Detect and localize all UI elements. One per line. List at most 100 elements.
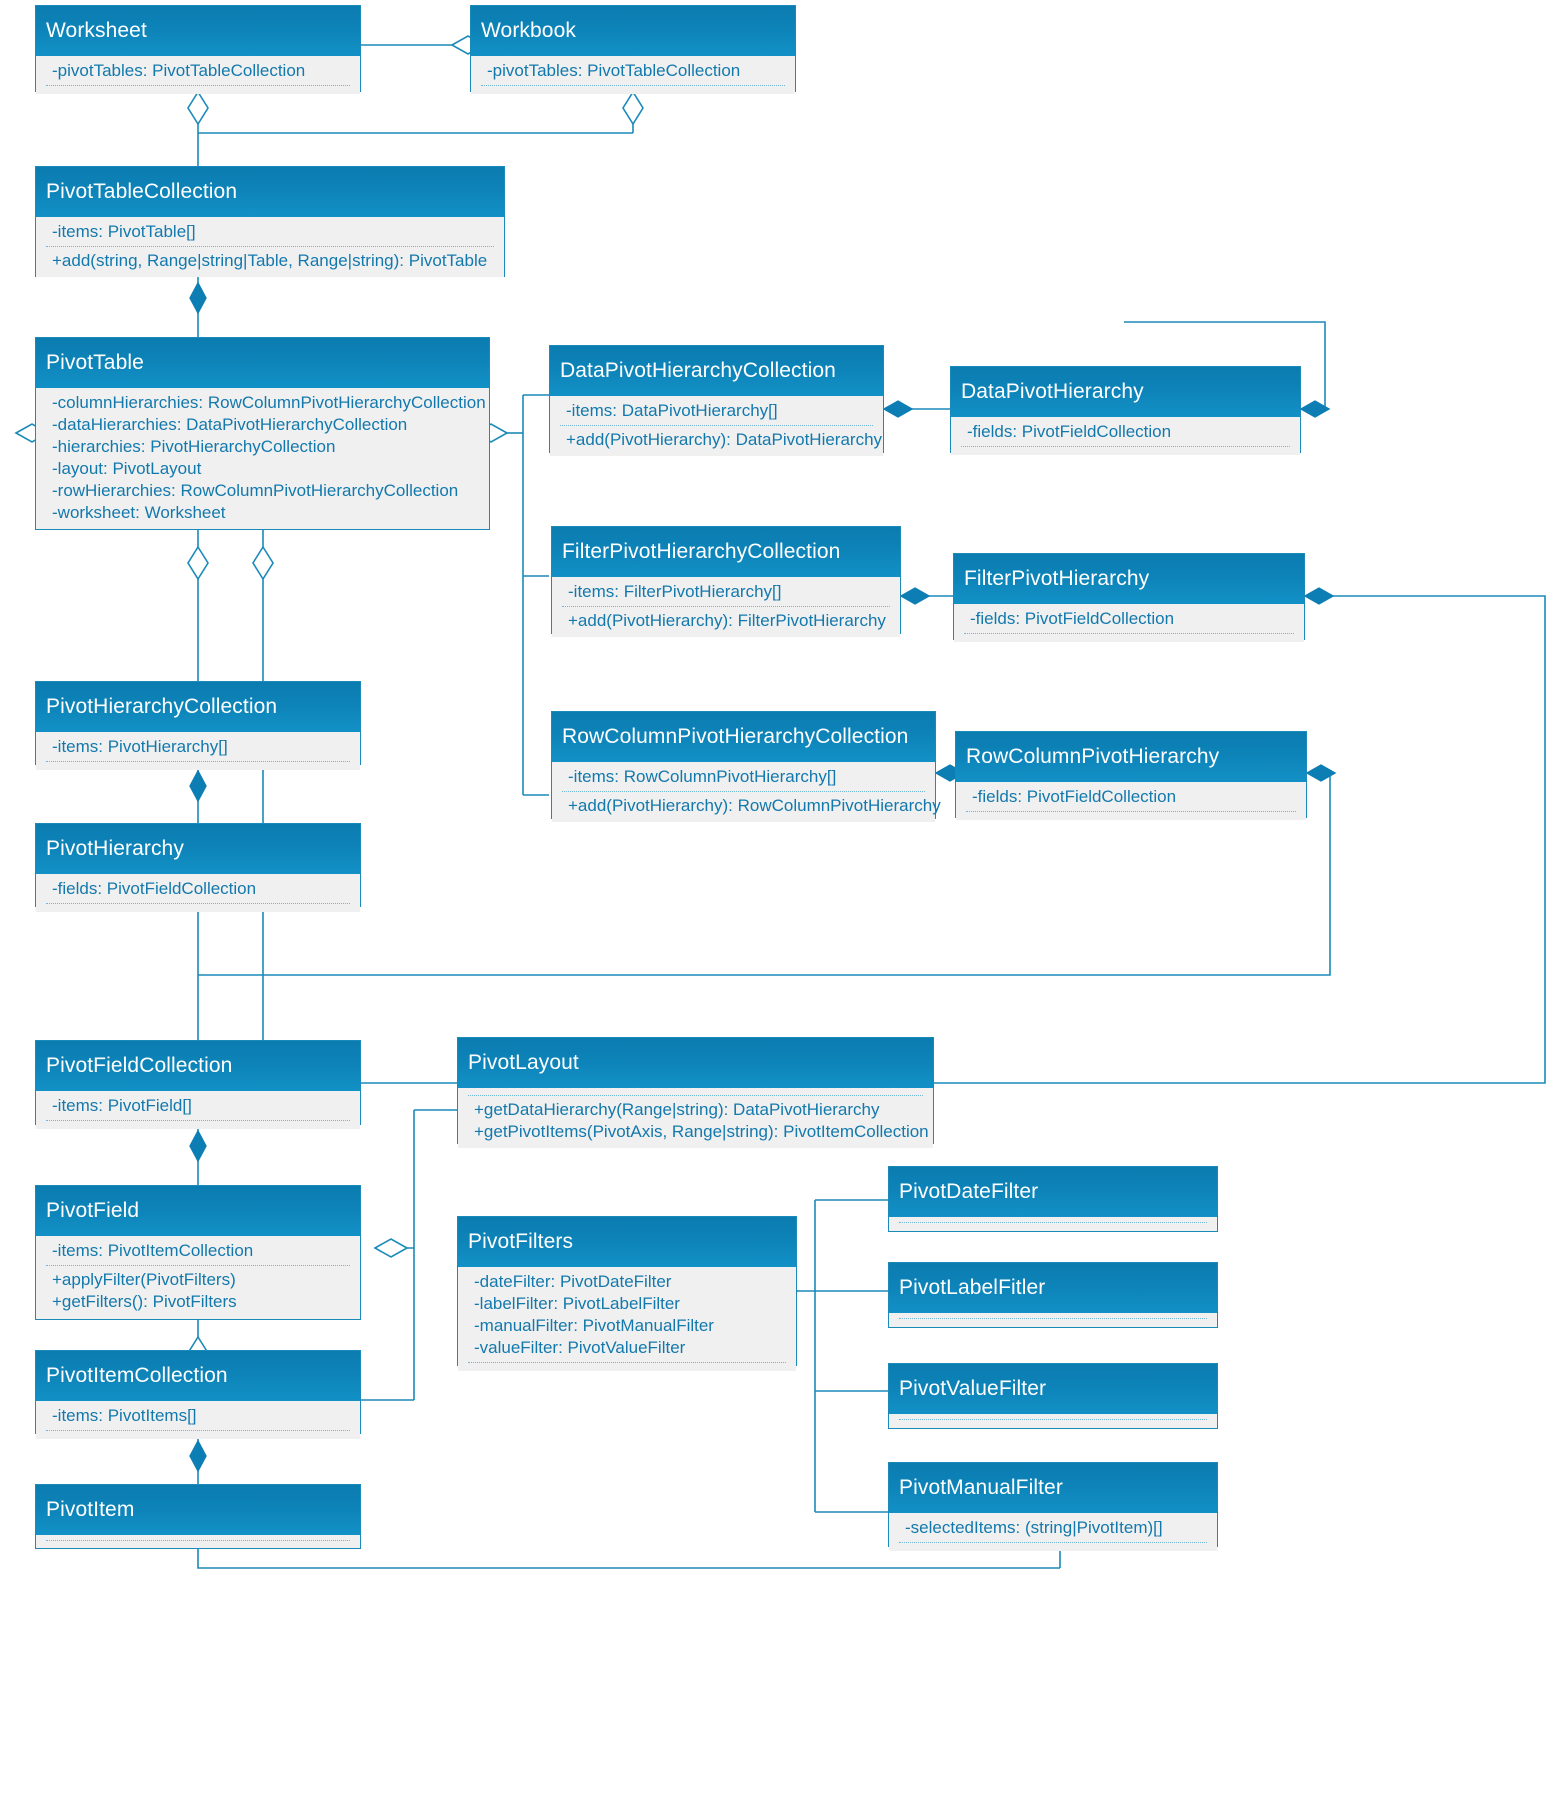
class-members-pivotlayout: +getDataHierarchy(Range|string): DataPiv… (458, 1088, 933, 1148)
class-box-pivotmanualfilter[interactable]: PivotManualFilter -selectedItems: (strin… (888, 1462, 1218, 1551)
class-members-pivotfield: -items: PivotItemCollection +applyFilter… (36, 1236, 360, 1318)
class-box-filterpivothierarchy[interactable]: FilterPivotHierarchy -fields: PivotField… (953, 553, 1305, 642)
class-box-pivotlabelfilter[interactable]: PivotLabelFitler (888, 1262, 1218, 1328)
member-separator (961, 446, 1290, 447)
member-separator (481, 85, 785, 86)
class-members-pivotvaluefilter (889, 1414, 1217, 1428)
class-attribute: -dateFilter: PivotDateFilter (474, 1272, 672, 1291)
class-operation: +getDataHierarchy(Range|string): DataPiv… (474, 1100, 880, 1119)
class-box-pivotvaluefilter[interactable]: PivotValueFilter (888, 1363, 1218, 1429)
class-members-pivottablecollection: -items: PivotTable[] +add(string, Range|… (36, 217, 504, 277)
class-title-pivotdatefilter: PivotDateFilter (889, 1167, 1217, 1217)
class-members-worksheet: -pivotTables: PivotTableCollection (36, 56, 360, 94)
class-attribute: -pivotTables: PivotTableCollection (487, 61, 741, 80)
class-members-pivotlabelfilter (889, 1313, 1217, 1327)
member-separator (468, 1095, 923, 1096)
member-separator (562, 606, 890, 607)
member-separator (468, 1362, 786, 1363)
class-box-pivothierarchy[interactable]: PivotHierarchy -fields: PivotFieldCollec… (35, 823, 361, 912)
class-members-pivotmanualfilter: -selectedItems: (string|PivotItem)[] (889, 1513, 1217, 1551)
class-box-pivotfield[interactable]: PivotField -items: PivotItemCollection +… (35, 1185, 361, 1320)
class-attribute: -dataHierarchies: DataPivotHierarchyColl… (52, 415, 408, 434)
class-box-pivotdatefilter[interactable]: PivotDateFilter (888, 1166, 1218, 1232)
class-box-pivotlayout[interactable]: PivotLayout +getDataHierarchy(Range|stri… (457, 1037, 934, 1148)
class-box-pivotitem[interactable]: PivotItem (35, 1484, 361, 1549)
member-separator (46, 1540, 350, 1541)
class-members-datapivothierarchycollection: -items: DataPivotHierarchy[] +add(PivotH… (550, 396, 883, 456)
class-title-pivotmanualfilter: PivotManualFilter (889, 1463, 1217, 1513)
member-separator (899, 1542, 1207, 1543)
class-title-datapivothierarchy: DataPivotHierarchy (951, 367, 1300, 417)
class-title-pivotfield: PivotField (36, 1186, 360, 1236)
class-members-pivotdatefilter (889, 1217, 1217, 1231)
member-separator (46, 903, 350, 904)
class-operation: +add(PivotHierarchy): RowColumnPivotHier… (568, 796, 941, 815)
member-separator (899, 1222, 1207, 1223)
member-separator (899, 1318, 1207, 1319)
class-attribute: -labelFilter: PivotLabelFilter (474, 1294, 680, 1313)
class-box-rowcolumnpivothierarchycollection[interactable]: RowColumnPivotHierarchyCollection -items… (551, 711, 941, 822)
class-title-pivotfilters: PivotFilters (458, 1217, 796, 1267)
class-box-datapivothierarchy[interactable]: DataPivotHierarchy -fields: PivotFieldCo… (950, 366, 1301, 455)
class-title-rowcolumnpivothierarchy: RowColumnPivotHierarchy (956, 732, 1306, 782)
class-title-workbook: Workbook (471, 6, 795, 56)
class-title-pivotfieldcollection: PivotFieldCollection (36, 1041, 360, 1091)
class-members-rowcolumnpivothierarchycollection: -items: RowColumnPivotHierarchy[] +add(P… (552, 762, 941, 822)
class-members-filterpivothierarchycollection: -items: FilterPivotHierarchy[] +add(Pivo… (552, 577, 900, 637)
class-title-datapivothierarchycollection: DataPivotHierarchyCollection (550, 346, 883, 396)
class-title-pivothierarchy: PivotHierarchy (36, 824, 360, 874)
class-members-pivothierarchy: -fields: PivotFieldCollection (36, 874, 360, 912)
class-members-workbook: -pivotTables: PivotTableCollection (471, 56, 795, 94)
class-attribute: -fields: PivotFieldCollection (972, 787, 1177, 806)
class-operation: +add(PivotHierarchy): FilterPivotHierarc… (568, 611, 886, 630)
class-attribute: -pivotTables: PivotTableCollection (52, 61, 306, 80)
class-operation: +add(PivotHierarchy): DataPivotHierarchy (566, 430, 883, 449)
class-attribute: -layout: PivotLayout (52, 459, 202, 478)
class-title-pivotitemcollection: PivotItemCollection (36, 1351, 360, 1401)
class-attribute: -worksheet: Worksheet (52, 503, 226, 522)
class-title-filterpivothierarchycollection: FilterPivotHierarchyCollection (552, 527, 900, 577)
class-members-pivothierarchycollection: -items: PivotHierarchy[] (36, 732, 360, 770)
class-attribute: -items: RowColumnPivotHierarchy[] (568, 767, 837, 786)
class-attribute: -columnHierarchies: RowColumnPivotHierar… (52, 393, 486, 412)
class-box-workbook[interactable]: Workbook -pivotTables: PivotTableCollect… (470, 5, 796, 94)
class-title-rowcolumnpivothierarchycollection: RowColumnPivotHierarchyCollection (552, 712, 935, 762)
class-title-pivothierarchycollection: PivotHierarchyCollection (36, 682, 360, 732)
class-title-pivotitem: PivotItem (36, 1485, 360, 1535)
class-box-pivottablecollection[interactable]: PivotTableCollection -items: PivotTable[… (35, 166, 505, 277)
member-separator (46, 246, 494, 247)
class-box-worksheet[interactable]: Worksheet -pivotTables: PivotTableCollec… (35, 5, 361, 94)
class-title-pivottablecollection: PivotTableCollection (36, 167, 504, 217)
class-box-rowcolumnpivothierarchy[interactable]: RowColumnPivotHierarchy -fields: PivotFi… (955, 731, 1307, 820)
class-title-pivottable: PivotTable (36, 338, 489, 388)
class-members-datapivothierarchy: -fields: PivotFieldCollection (951, 417, 1300, 455)
class-box-pivottable[interactable]: PivotTable -columnHierarchies: RowColumn… (35, 337, 490, 530)
member-separator (46, 761, 350, 762)
class-attribute: -fields: PivotFieldCollection (970, 609, 1175, 628)
class-box-pivotfieldcollection[interactable]: PivotFieldCollection -items: PivotField[… (35, 1040, 361, 1129)
class-members-pivottable: -columnHierarchies: RowColumnPivotHierar… (36, 388, 489, 529)
class-attribute: -items: PivotHierarchy[] (52, 737, 228, 756)
member-separator (899, 1419, 1207, 1420)
class-operation: +add(string, Range|string|Table, Range|s… (52, 251, 488, 270)
class-operation: +getFilters(): PivotFilters (52, 1292, 237, 1311)
class-attribute: -fields: PivotFieldCollection (52, 879, 257, 898)
class-members-filterpivothierarchy: -fields: PivotFieldCollection (954, 604, 1304, 642)
class-title-worksheet: Worksheet (36, 6, 360, 56)
class-attribute: -rowHierarchies: RowColumnPivotHierarchy… (52, 481, 459, 500)
class-box-pivothierarchycollection[interactable]: PivotHierarchyCollection -items: PivotHi… (35, 681, 361, 770)
class-box-filterpivothierarchycollection[interactable]: FilterPivotHierarchyCollection -items: F… (551, 526, 901, 637)
class-attribute: -fields: PivotFieldCollection (967, 422, 1172, 441)
member-separator (562, 791, 925, 792)
member-separator (46, 1430, 350, 1431)
class-title-filterpivothierarchy: FilterPivotHierarchy (954, 554, 1304, 604)
class-box-pivotfilters[interactable]: PivotFilters -dateFilter: PivotDateFilte… (457, 1216, 797, 1371)
class-attribute: -manualFilter: PivotManualFilter (474, 1316, 714, 1335)
member-separator (46, 1265, 350, 1266)
class-box-pivotitemcollection[interactable]: PivotItemCollection -items: PivotItems[] (35, 1350, 361, 1439)
class-attribute: -selectedItems: (string|PivotItem)[] (905, 1518, 1163, 1537)
class-members-pivotitem (36, 1535, 360, 1548)
class-box-datapivothierarchycollection[interactable]: DataPivotHierarchyCollection -items: Dat… (549, 345, 884, 456)
class-title-pivotlayout: PivotLayout (458, 1038, 933, 1088)
